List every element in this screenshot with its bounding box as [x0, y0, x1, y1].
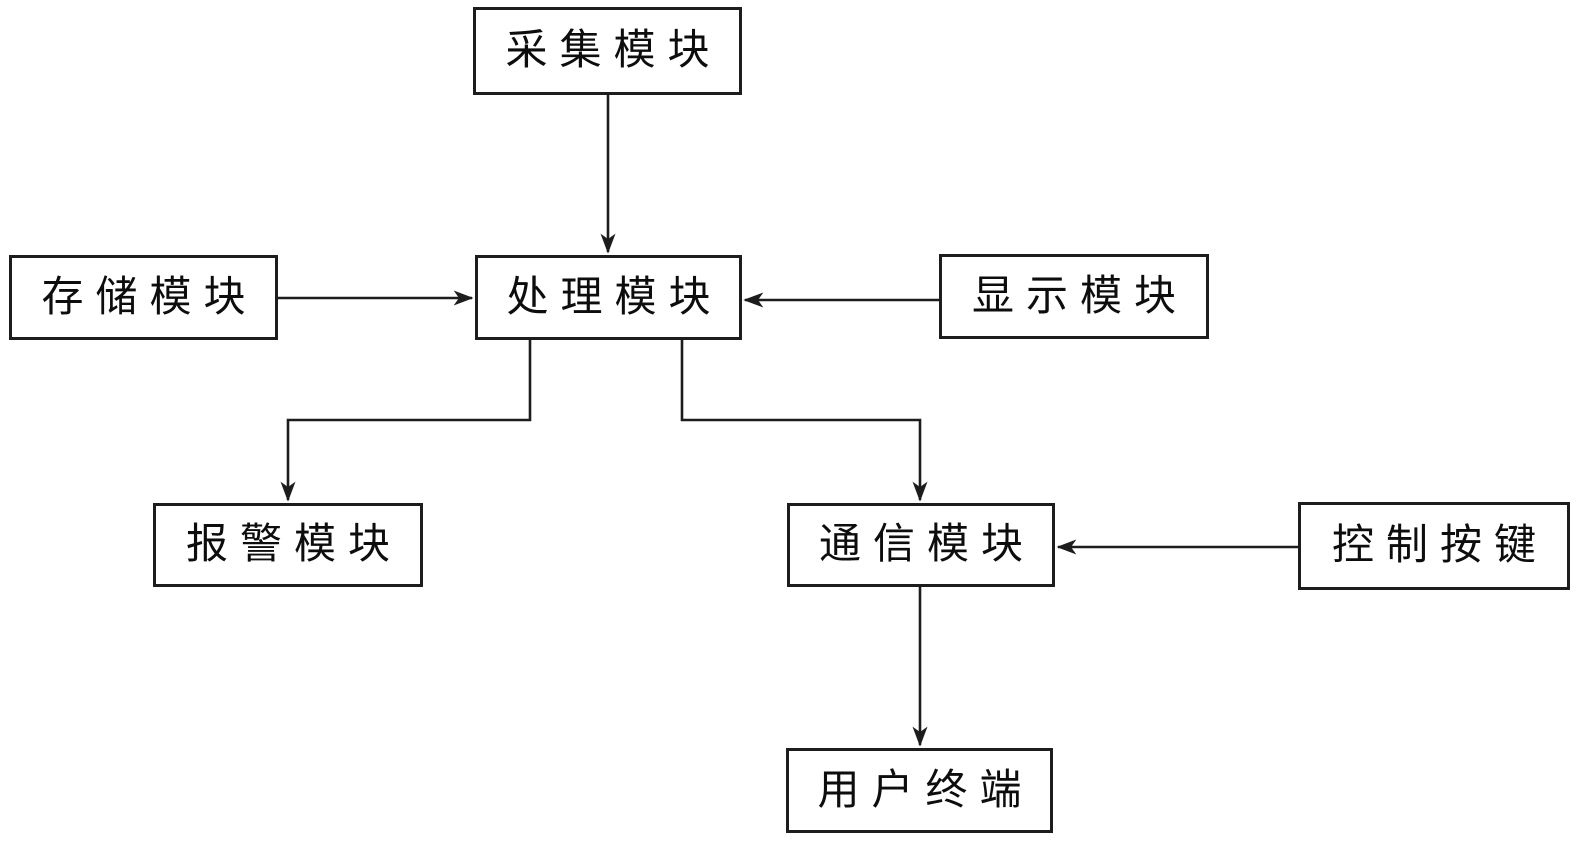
node-control-buttons: 控制按键	[1298, 502, 1570, 590]
node-user-terminal: 用户终端	[786, 748, 1053, 833]
node-storage-label: 存储模块	[41, 274, 258, 321]
node-user-terminal-label: 用户终端	[817, 767, 1034, 814]
node-display-label: 显示模块	[971, 273, 1188, 320]
node-control-buttons-label: 控制按键	[1331, 523, 1548, 569]
node-processing-label: 处理模块	[506, 274, 723, 321]
node-alarm-module: 报警模块	[153, 503, 423, 587]
edge-processing-to-alarm	[280, 340, 532, 502]
node-communication-module: 通信模块	[787, 503, 1055, 587]
node-storage-module: 存储模块	[9, 255, 278, 340]
node-collection-label: 采集模块	[505, 28, 722, 74]
node-display-module: 显示模块	[939, 254, 1209, 339]
node-processing-module: 处理模块	[475, 255, 742, 340]
node-collection-module: 采集模块	[473, 7, 742, 95]
node-alarm-label: 报警模块	[185, 522, 402, 568]
edge-processing-to-communication	[680, 340, 928, 502]
node-communication-label: 通信模块	[818, 522, 1035, 568]
